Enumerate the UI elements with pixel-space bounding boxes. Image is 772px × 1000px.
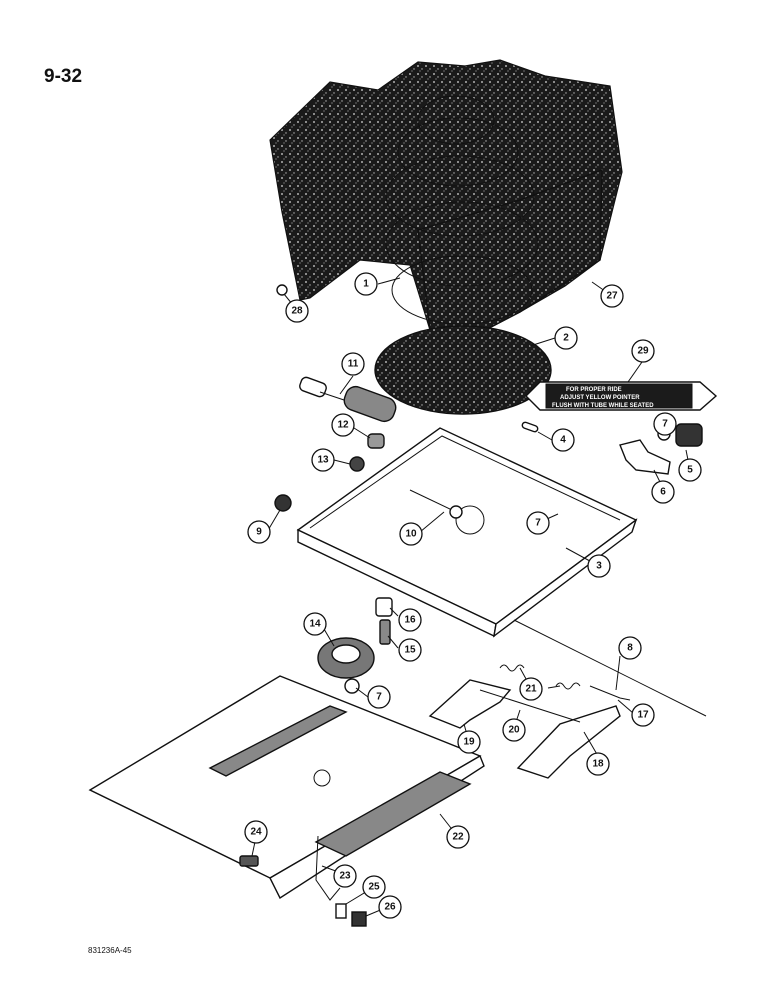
suspension-spring xyxy=(385,95,539,325)
callout-4: 4 xyxy=(551,428,575,452)
svg-text:17: 17 xyxy=(637,710,649,721)
bolt-10 xyxy=(409,489,463,519)
svg-text:9: 9 xyxy=(256,527,262,538)
svg-text:16: 16 xyxy=(404,615,416,626)
callout-7-lower: 7 xyxy=(367,685,391,709)
svg-text:18: 18 xyxy=(592,759,604,770)
callout-7-upper: 7 xyxy=(653,412,677,436)
svg-text:15: 15 xyxy=(404,645,416,656)
spring-21b xyxy=(555,682,581,690)
svg-text:7: 7 xyxy=(662,419,668,430)
bushing xyxy=(367,433,385,449)
svg-text:28: 28 xyxy=(291,306,303,317)
callout-2: 2 xyxy=(554,326,578,350)
page-number: 9-32 xyxy=(44,66,83,87)
svg-text:7: 7 xyxy=(376,692,382,703)
washer-7c xyxy=(344,678,360,694)
svg-text:14: 14 xyxy=(309,619,321,630)
svg-text:20: 20 xyxy=(508,725,520,736)
svg-text:25: 25 xyxy=(368,882,380,893)
decal-line-3: FLUSH WITH TUBE WHILE SEATED xyxy=(552,403,654,409)
callout-21: 21 xyxy=(519,677,543,701)
svg-text:8: 8 xyxy=(627,643,633,654)
svg-text:11: 11 xyxy=(348,359,359,370)
figure-code: 831236A-45 xyxy=(88,946,132,955)
svg-text:5: 5 xyxy=(687,465,693,476)
callout-27: 27 xyxy=(600,284,624,308)
decal-line-2: ADJUST YELLOW POINTER xyxy=(560,395,640,401)
screw-15 xyxy=(379,619,391,645)
callout-15: 15 xyxy=(398,638,422,662)
svg-text:23: 23 xyxy=(339,871,351,882)
callout-7-frame: 7 xyxy=(526,511,550,535)
callout-11: 11 xyxy=(341,352,365,376)
latch-plate-18 xyxy=(516,705,621,779)
svg-text:2: 2 xyxy=(563,333,569,344)
svg-text:21: 21 xyxy=(525,684,537,695)
callout-13: 13 xyxy=(311,448,335,472)
svg-text:22: 22 xyxy=(452,832,464,843)
callout-16: 16 xyxy=(398,608,422,632)
spring-21a xyxy=(499,664,525,672)
callout-18: 18 xyxy=(586,752,610,776)
svg-text:3: 3 xyxy=(596,561,602,572)
svg-text:4: 4 xyxy=(560,435,566,446)
callout-19: 19 xyxy=(457,730,481,754)
callout-17: 17 xyxy=(631,703,655,727)
svg-text:7: 7 xyxy=(535,518,541,529)
roller-hub xyxy=(331,644,361,664)
nut-9 xyxy=(274,494,292,512)
svg-text:13: 13 xyxy=(317,455,329,466)
svg-text:10: 10 xyxy=(405,529,417,540)
svg-text:29: 29 xyxy=(637,346,649,357)
decal-line-1: FOR PROPER RIDE xyxy=(566,387,622,393)
callout-14: 14 xyxy=(303,612,327,636)
callout-1: 1 xyxy=(354,272,378,296)
link-20 xyxy=(479,689,581,723)
callout-25: 25 xyxy=(362,875,386,899)
callout-22: 22 xyxy=(446,825,470,849)
callout-12: 12 xyxy=(331,413,355,437)
callout-10: 10 xyxy=(399,522,423,546)
callout-28: 28 xyxy=(285,299,309,323)
seat-frame xyxy=(296,427,638,638)
svg-text:26: 26 xyxy=(384,902,396,913)
callout-29: 29 xyxy=(631,339,655,363)
slide-base xyxy=(88,675,485,900)
adjust-knob xyxy=(675,423,703,447)
spring-base-disc xyxy=(374,325,552,415)
cable-23 xyxy=(315,835,341,901)
callout-24: 24 xyxy=(244,820,268,844)
screw-28 xyxy=(276,284,288,296)
callout-3: 3 xyxy=(587,554,611,578)
callout-8: 8 xyxy=(618,636,642,660)
latch-plate-19 xyxy=(428,679,512,729)
nut-26 xyxy=(351,911,367,927)
svg-text:12: 12 xyxy=(337,420,349,431)
svg-text:1: 1 xyxy=(363,279,369,290)
washer-25 xyxy=(335,903,347,919)
shock-absorber xyxy=(299,376,397,423)
callout-6: 6 xyxy=(651,480,675,504)
suspension-boot-cover xyxy=(269,59,623,339)
ride-adjust-decal: FOR PROPER RIDE ADJUST YELLOW POINTER FL… xyxy=(525,381,718,411)
lever-17 xyxy=(589,685,631,701)
pointer-bracket xyxy=(619,439,671,475)
svg-text:6: 6 xyxy=(660,487,666,498)
nut-13 xyxy=(349,456,365,472)
svg-text:27: 27 xyxy=(606,291,618,302)
svg-text:24: 24 xyxy=(250,827,262,838)
callout-20: 20 xyxy=(502,718,526,742)
callout-23: 23 xyxy=(333,864,357,888)
bolt-24 xyxy=(239,855,259,867)
adjustment-rod xyxy=(513,619,707,717)
callout-5: 5 xyxy=(678,458,702,482)
callout-9: 9 xyxy=(247,520,271,544)
spacer-16 xyxy=(375,597,393,617)
callout-26: 26 xyxy=(378,895,402,919)
pin-4 xyxy=(521,421,539,433)
svg-text:19: 19 xyxy=(463,737,475,748)
